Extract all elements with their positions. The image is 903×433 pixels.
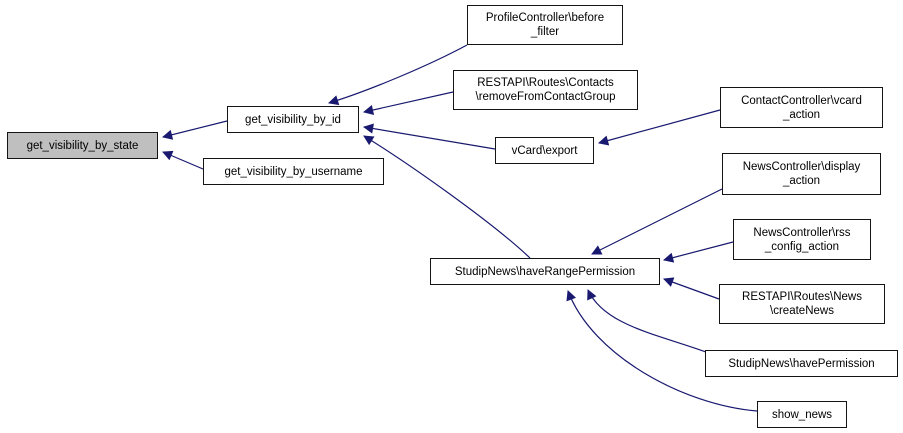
edge-createnews-to-haverangepermission: [663, 277, 720, 300]
node-restapi-routes-contacts-removefromcontactgroup[interactable]: RESTAPI\Routes\Contacts \removeFromConta…: [453, 70, 638, 110]
node-profilecontroller-before-filter[interactable]: ProfileController\before _filter: [467, 5, 623, 45]
node-restapi-routes-news-createnews[interactable]: RESTAPI\Routes\News \createNews: [719, 284, 885, 324]
edge-removefromcontactgroup-to-get-visibility-by-id: [363, 91, 454, 115]
node-studipnews-haverangepermission[interactable]: StudipNews\haveRangePermission: [430, 258, 660, 285]
node-get-visibility-by-id[interactable]: get_visibility_by_id: [227, 106, 359, 133]
node-newscontroller-rss-config-action[interactable]: NewsController\rss _config_action: [733, 219, 871, 260]
node-newscontroller-display-action[interactable]: NewsController\display _action: [722, 153, 881, 195]
edge-profilecontroller-before-filter-to-get-visibility-by-id: [328, 44, 468, 106]
node-contactcontroller-vcard-action[interactable]: ContactController\vcard _action: [720, 87, 883, 128]
edge-get-visibility-by-id-to-get-visibility-by-state: [162, 120, 228, 140]
node-studipnews-havepermission[interactable]: StudipNews\havePermission: [705, 350, 898, 377]
edge-group: [162, 44, 758, 412]
node-vcard-export[interactable]: vCard\export: [495, 137, 594, 164]
node-show-news[interactable]: show_news: [757, 401, 847, 428]
node-get-visibility-by-username[interactable]: get_visibility_by_username: [203, 158, 384, 185]
edge-get-visibility-by-username-to-get-visibility-by-state: [162, 150, 204, 170]
edge-rss-config-action-to-haverangepermission: [663, 241, 734, 263]
edge-show-news-to-haverangepermission: [566, 290, 758, 412]
edge-haverangepermission-to-get-visibility-by-id: [363, 135, 531, 259]
edge-vcard-action-to-vcard-export: [598, 109, 721, 146]
edge-vcard-export-to-get-visibility-by-id: [362, 123, 496, 150]
edge-havepermission-to-haverangepermission: [587, 289, 707, 353]
node-get-visibility-by-state[interactable]: get_visibility_by_state: [7, 132, 158, 159]
edge-display-action-to-haverangepermission: [591, 188, 723, 255]
